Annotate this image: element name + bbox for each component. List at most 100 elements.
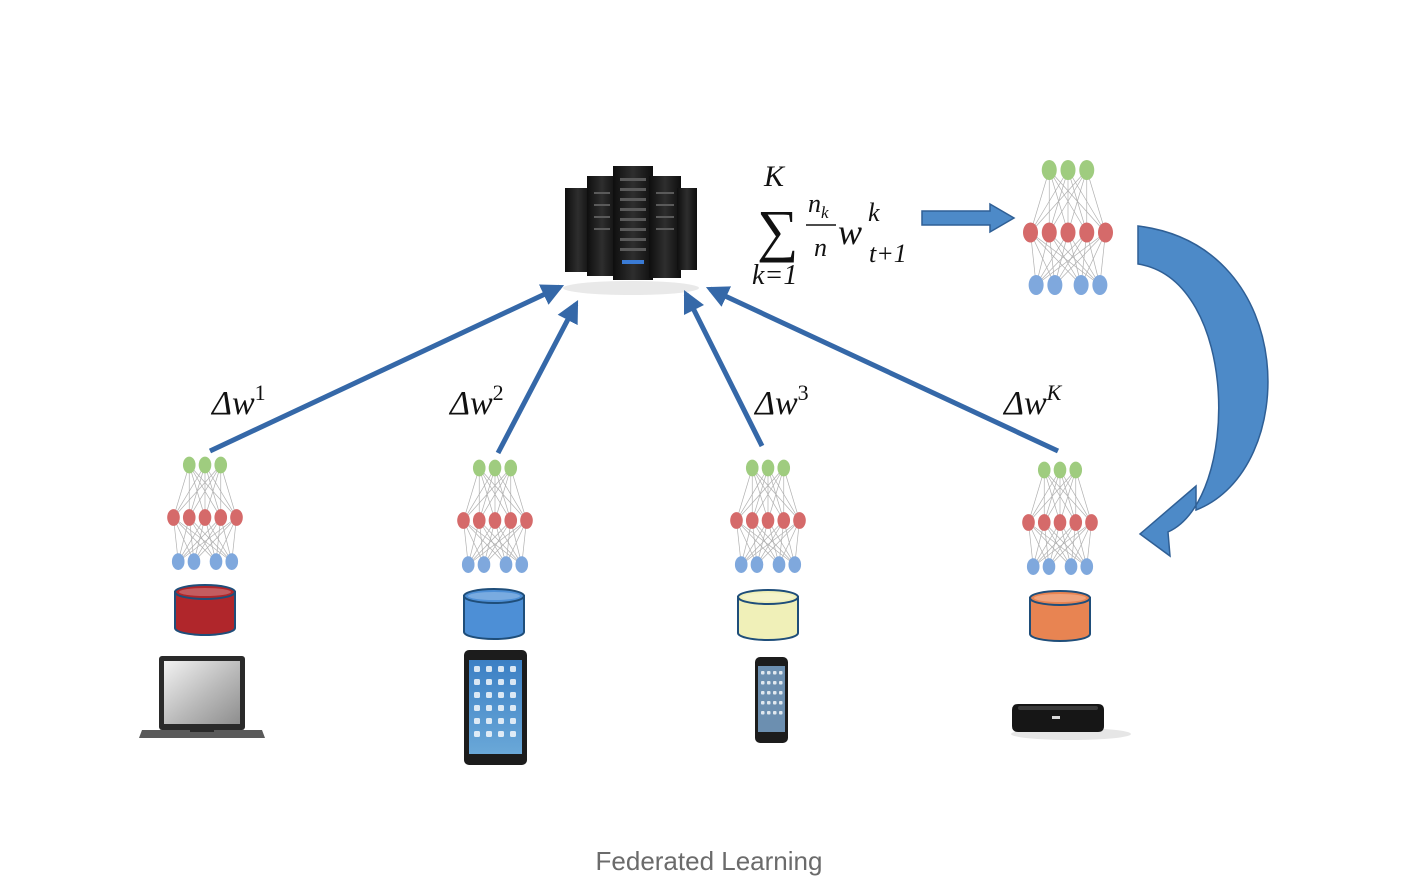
output-node — [182, 456, 196, 474]
input-node — [225, 553, 239, 570]
dataset-highlight — [742, 593, 794, 601]
hidden-node — [182, 509, 196, 526]
app-tile — [498, 692, 504, 698]
app-tile — [773, 711, 777, 715]
arrow-client-k-to-server — [705, 286, 1060, 454]
app-tile — [779, 691, 783, 695]
hidden-node — [1041, 222, 1057, 243]
input-node — [477, 556, 491, 573]
hidden-node — [745, 512, 759, 529]
app-tile — [498, 666, 504, 672]
network-edge — [751, 467, 785, 521]
network-edge — [1048, 169, 1088, 233]
update-label-3: Δw3 — [753, 380, 809, 422]
server-icon — [563, 166, 699, 295]
network-edge — [463, 467, 512, 521]
app-tile — [773, 671, 777, 675]
network-edge — [736, 467, 769, 521]
hidden-node — [1069, 514, 1083, 531]
hidden-node — [457, 512, 470, 529]
network-edge — [740, 520, 785, 565]
network-edge — [756, 520, 800, 565]
hidden-node — [793, 512, 806, 529]
dataset-body — [737, 596, 799, 641]
network-edge — [178, 517, 237, 562]
network-edge — [188, 517, 217, 562]
set-top-box-icon — [1011, 704, 1131, 740]
network-edge — [510, 467, 527, 521]
network-edge — [188, 464, 222, 518]
arrow-client-1-to-server — [208, 284, 565, 454]
network-edge — [1086, 169, 1106, 233]
network-edge — [1054, 232, 1106, 286]
network-edge — [1028, 469, 1045, 523]
input-node — [1047, 275, 1063, 295]
network-edge — [463, 467, 480, 521]
client-2-dataset-icon — [463, 588, 525, 640]
smartphone-icon — [755, 657, 788, 743]
sum-upper-limit: K — [763, 160, 786, 193]
input-node — [1080, 558, 1094, 575]
input-node — [788, 556, 802, 573]
network-edge — [193, 517, 237, 562]
network-edge — [736, 467, 785, 521]
arrow-client-2-to-server — [495, 300, 579, 455]
network-edge — [483, 520, 527, 565]
hidden-node — [777, 512, 791, 529]
output-node — [1079, 160, 1095, 180]
app-tile — [474, 718, 480, 724]
app-tile — [510, 718, 516, 724]
app-tile — [773, 681, 777, 685]
dataset-highlight — [1034, 594, 1086, 602]
input-node — [1042, 558, 1056, 575]
network-edge — [204, 464, 222, 518]
input-node — [1026, 558, 1040, 575]
update-arrows — [208, 284, 1060, 455]
aggregation-formula: K ∑ k=1 nk n w k t+1 — [752, 160, 907, 291]
app-tile — [486, 718, 492, 724]
app-tile — [486, 692, 492, 698]
hidden-node — [214, 509, 228, 526]
weight-symbol: w — [838, 212, 862, 252]
network-edge — [220, 464, 237, 518]
fraction-denominator: n — [814, 233, 827, 262]
input-node — [750, 556, 764, 573]
app-tile — [779, 711, 783, 715]
input-node — [171, 553, 185, 570]
network-edge — [1075, 469, 1092, 523]
dataset-highlight — [179, 588, 231, 596]
dataset-top — [174, 584, 236, 600]
network-edge — [1028, 469, 1061, 523]
client-1-network-icon — [167, 456, 243, 570]
arrow-client-3-to-server — [683, 289, 765, 448]
laptop-icon — [139, 656, 265, 738]
network-edge — [478, 520, 507, 565]
network-edge — [1032, 522, 1077, 567]
network-edge — [1035, 232, 1069, 286]
hidden-node — [1053, 514, 1067, 531]
hidden-node — [1037, 514, 1051, 531]
output-node — [214, 456, 228, 474]
hidden-node — [1098, 222, 1113, 243]
network-edge — [173, 464, 190, 518]
dataset-highlight — [468, 592, 520, 600]
output-node — [777, 459, 791, 477]
update-label-k: ΔwK — [1002, 380, 1063, 422]
input-node — [772, 556, 786, 573]
output-node — [504, 459, 518, 477]
network-edge — [1028, 522, 1072, 567]
network-edge — [1048, 232, 1082, 286]
hidden-node — [230, 509, 243, 526]
network-edge — [177, 517, 222, 562]
network-edge — [1030, 169, 1050, 233]
input-node — [499, 556, 513, 573]
weight-subscript: t+1 — [869, 239, 907, 268]
input-node — [1028, 275, 1044, 295]
global-model-arrow — [921, 202, 1016, 234]
network-edge — [1030, 232, 1082, 286]
network-edge — [494, 467, 512, 521]
network-edge — [1043, 522, 1072, 567]
hidden-node — [1022, 514, 1035, 531]
input-node — [187, 553, 201, 570]
network-edge — [736, 467, 753, 521]
